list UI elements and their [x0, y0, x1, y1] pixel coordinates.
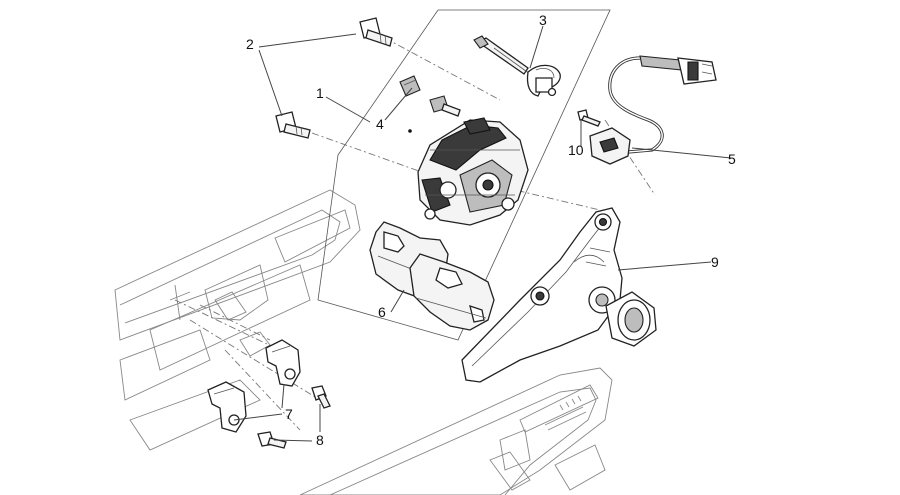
caliper-bracket: [461, 207, 657, 383]
callout-1: 1: [316, 85, 324, 101]
pad-pin-kit: [473, 35, 561, 97]
callout-10: 10: [568, 142, 584, 158]
callout-4: 4: [376, 116, 384, 132]
bleed-cap: [399, 75, 421, 97]
bleed-screw: [429, 95, 461, 117]
screw-upper: [311, 385, 331, 409]
bolt-lower: [275, 111, 311, 139]
leader-lines: [233, 25, 732, 442]
callout-3: 3: [539, 12, 547, 28]
sensor-screw: [577, 109, 601, 127]
screw-lower: [257, 431, 287, 449]
guide-upper: [265, 339, 301, 387]
swingarm: [114, 189, 361, 451]
callout-8: 8: [316, 432, 324, 448]
seal-dot: [408, 129, 412, 133]
abs-sensor: [589, 55, 717, 165]
assembly-frame: [317, 9, 611, 341]
callout-5: 5: [728, 151, 736, 167]
bolt-upper: [359, 17, 393, 47]
guide-lower: [207, 381, 247, 433]
chain-slider: [299, 367, 613, 495]
brake-caliper: [417, 117, 529, 226]
callout-9: 9: [711, 254, 719, 270]
callout-7: 7: [285, 406, 293, 422]
callout-2: 2: [246, 36, 254, 52]
callout-6: 6: [378, 304, 386, 320]
brake-pad-right: [409, 253, 495, 331]
